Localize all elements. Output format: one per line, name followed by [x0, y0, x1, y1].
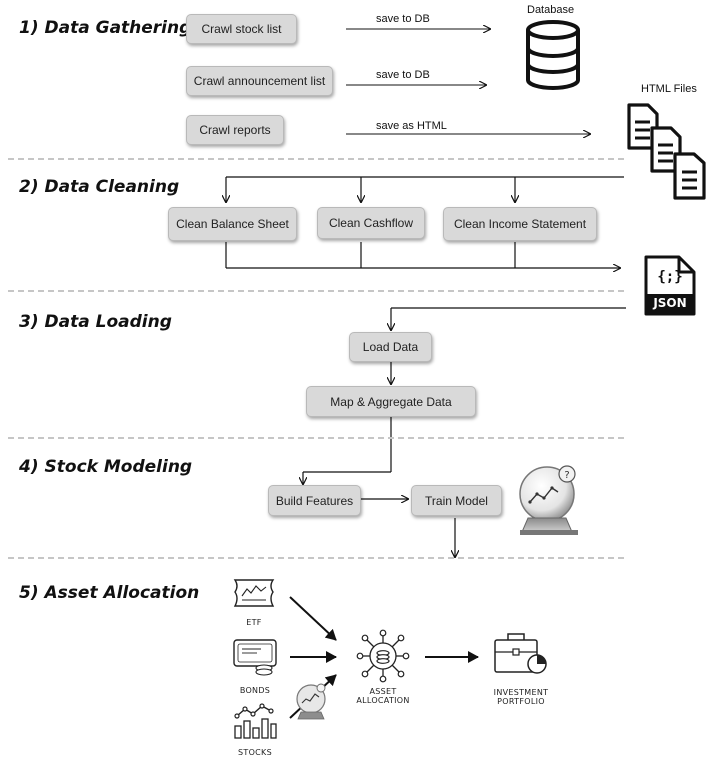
map-aggregate-data-step[interactable]: Map & Aggregate Data	[306, 386, 476, 417]
asset-allocation-label: ASSET ALLOCATION	[343, 687, 423, 705]
bonds-icon	[233, 639, 277, 676]
crawl-reports-step[interactable]: Crawl reports	[186, 115, 284, 145]
section-divider	[8, 437, 624, 439]
section-divider	[8, 290, 624, 292]
svg-text:{;}: {;}	[657, 269, 682, 285]
section-title-data-gathering: 1) Data Gathering	[19, 18, 192, 38]
modeling-connectors	[303, 416, 455, 557]
clean-balance-sheet-step[interactable]: Clean Balance Sheet	[168, 207, 297, 241]
clean-cashflow-step[interactable]: Clean Cashflow	[317, 207, 425, 239]
cleaning-connectors	[226, 176, 624, 268]
investment-portfolio-label: INVESTMENT PORTFOLIO	[481, 688, 561, 706]
database-label: Database	[527, 4, 575, 16]
html-files-label: HTML Files	[641, 83, 697, 95]
asset-allocation-label-line1: ASSET	[369, 687, 397, 696]
section-title-asset-allocation: 5) Asset Allocation	[19, 583, 200, 603]
portfolio-icon	[494, 633, 547, 674]
investment-portfolio-label-line1: INVESTMENT	[493, 688, 549, 697]
asset-allocation-label-line2: ALLOCATION	[356, 696, 410, 705]
html-files-icon	[627, 103, 706, 200]
section-title-stock-modeling: 4) Stock Modeling	[19, 457, 193, 477]
etf-icon	[233, 579, 275, 607]
crystal-ball-icon: ?	[519, 465, 578, 535]
edge-label-save-as-html: save as HTML	[376, 120, 447, 132]
crawl-announcement-list-step[interactable]: Crawl announcement list	[186, 66, 333, 96]
etf-label: ETF	[246, 618, 262, 627]
stocks-label: STOCKS	[238, 748, 272, 757]
section-title-data-loading: 3) Data Loading	[19, 312, 172, 332]
build-features-step[interactable]: Build Features	[268, 485, 361, 516]
svg-text:?: ?	[564, 470, 569, 481]
bonds-label: BONDS	[239, 686, 271, 695]
clean-income-statement-step[interactable]: Clean Income Statement	[443, 207, 597, 241]
investment-portfolio-label-line2: PORTFOLIO	[497, 697, 545, 706]
section-divider	[8, 158, 624, 160]
crystal-ball-icon	[296, 683, 326, 720]
train-model-step[interactable]: Train Model	[411, 485, 502, 516]
load-data-step[interactable]: Load Data	[349, 332, 432, 362]
edge-label-save-to-db: save to DB	[376, 13, 430, 25]
json-file-label: JSON	[653, 296, 687, 310]
json-file-icon: {;} JSON	[643, 254, 697, 317]
stocks-icon	[234, 703, 277, 739]
section-divider	[8, 557, 624, 559]
loading-connectors	[391, 307, 626, 384]
asset-allocation-icon	[356, 629, 410, 683]
edge-label-save-to-db: save to DB	[376, 69, 430, 81]
section-title-data-cleaning: 2) Data Cleaning	[19, 177, 180, 197]
database-icon	[526, 20, 580, 90]
crawl-stock-list-step[interactable]: Crawl stock list	[186, 14, 297, 44]
